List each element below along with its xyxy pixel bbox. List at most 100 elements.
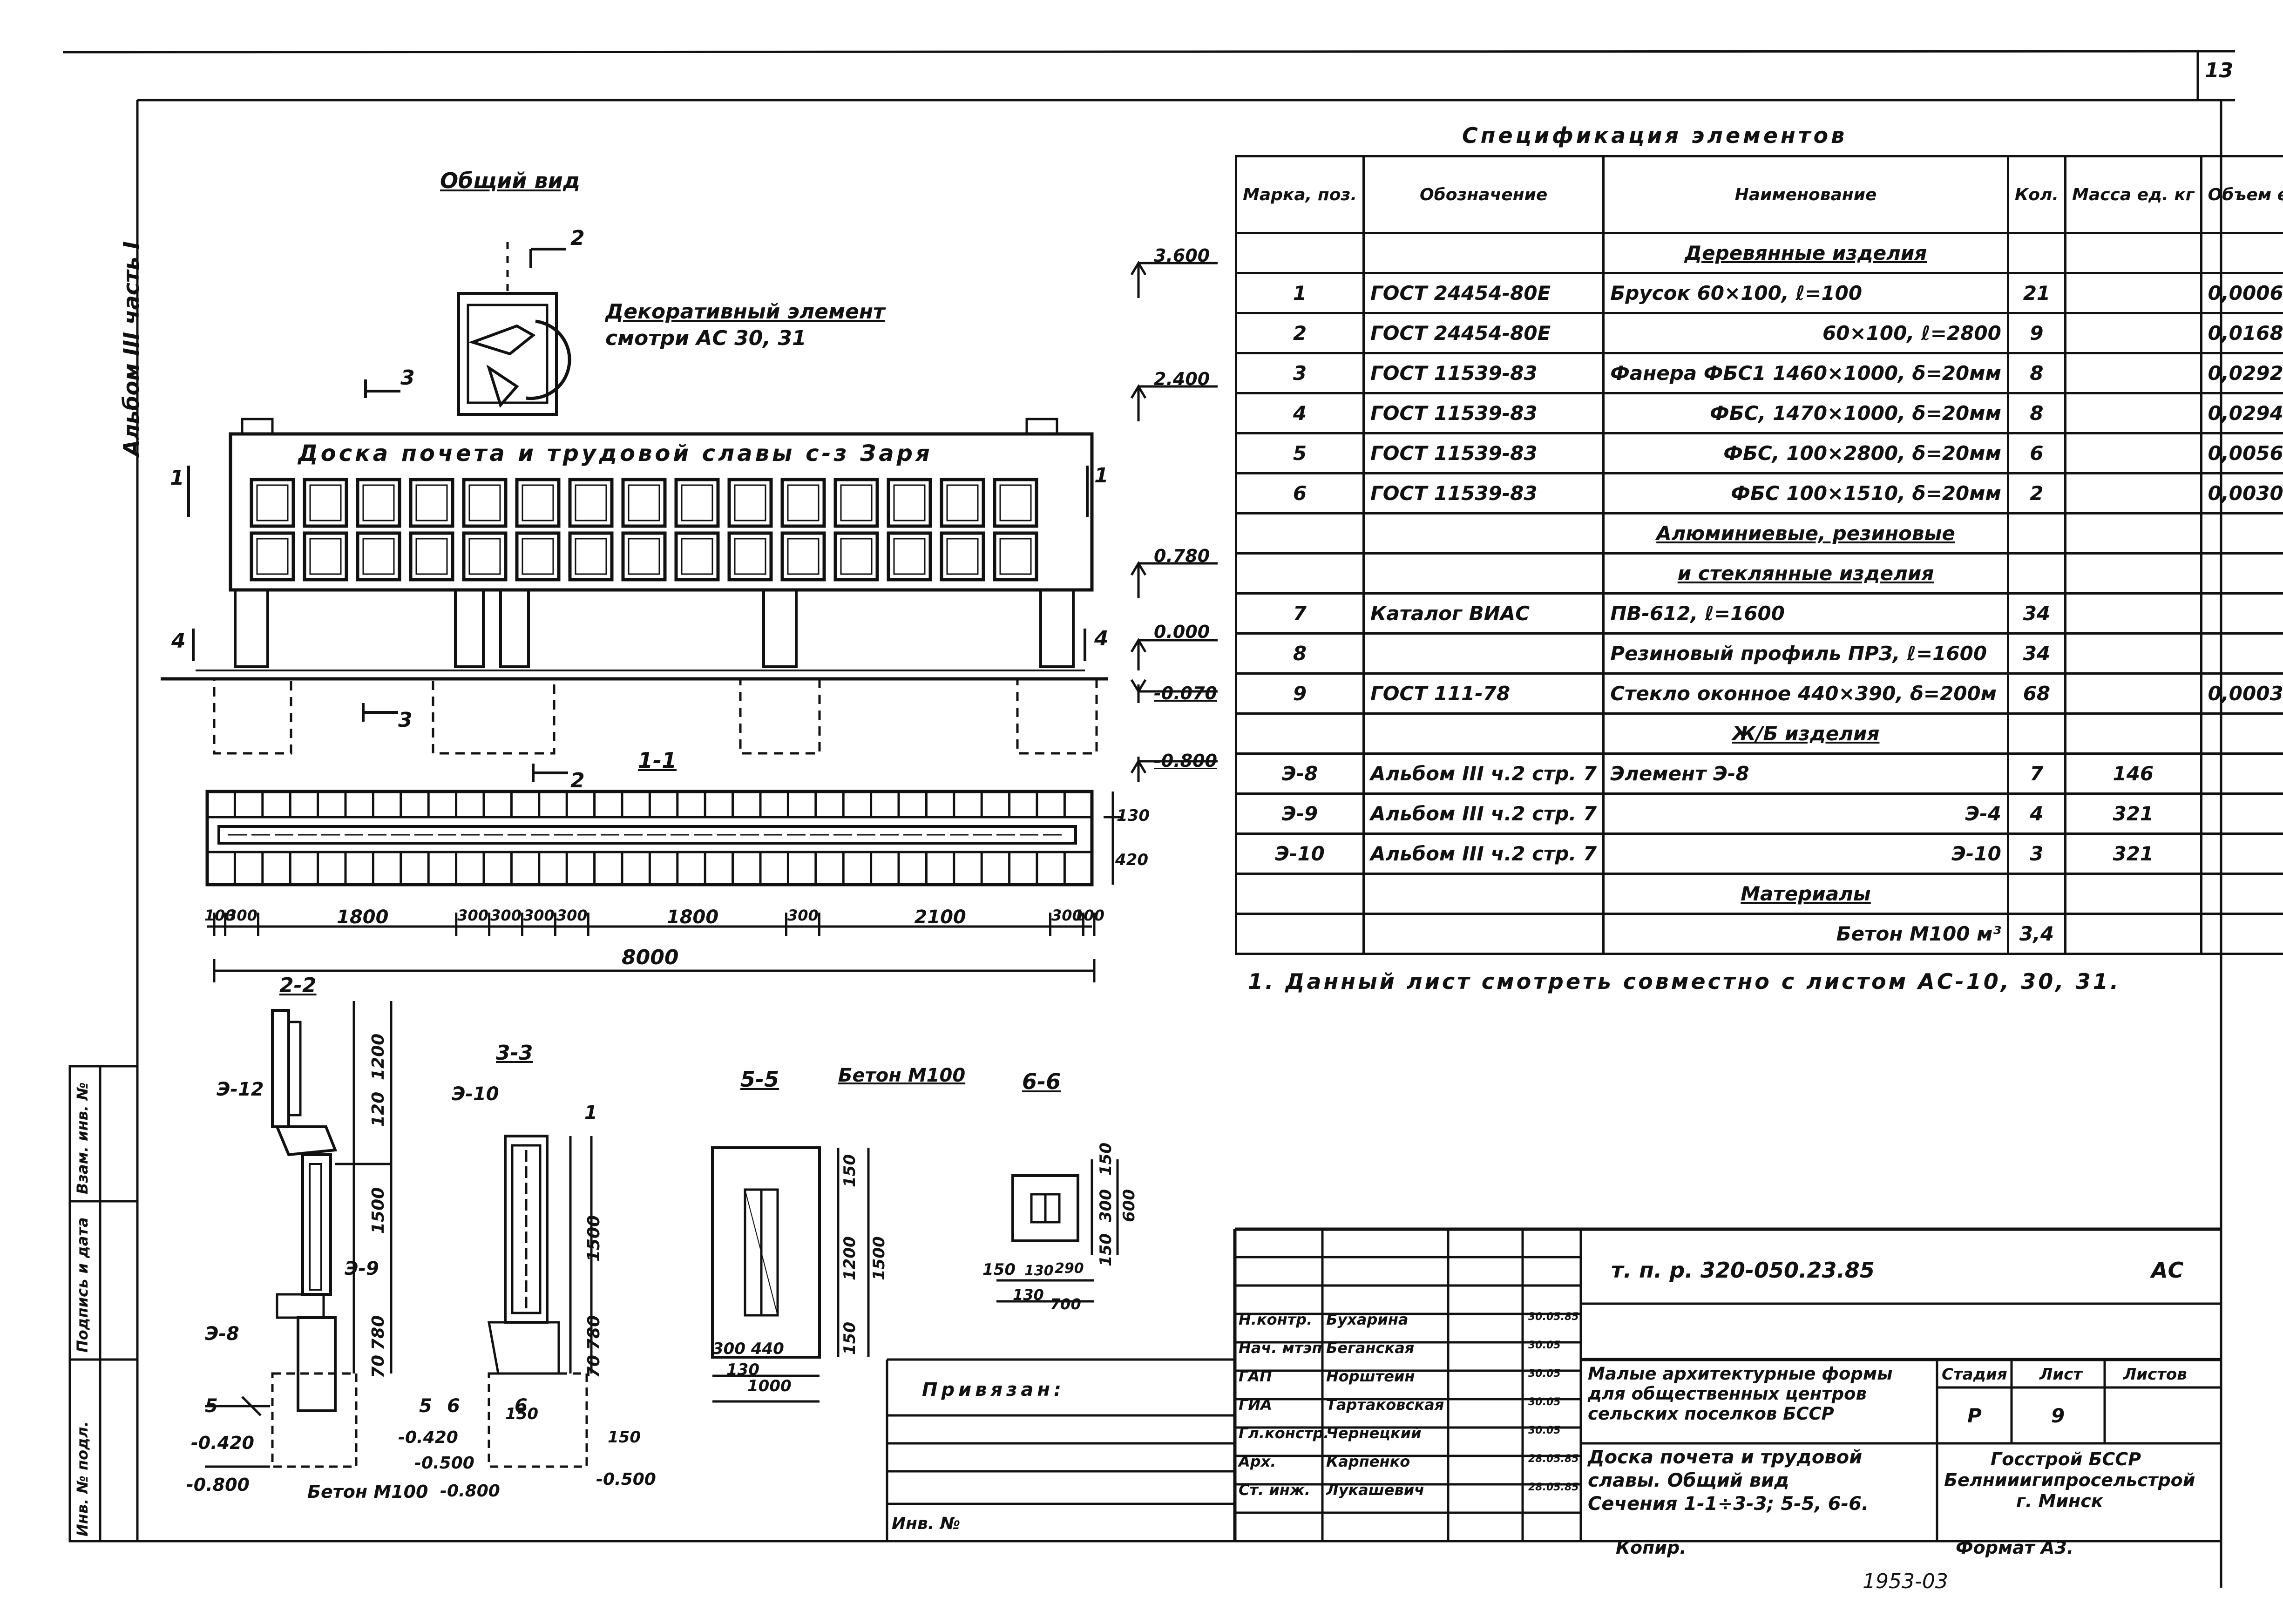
stamp-person-name: Чернецкий — [1326, 1424, 1422, 1442]
spec-cell-vol — [2200, 792, 2283, 835]
stamp-org-line3: г. Минск — [2016, 1491, 2103, 1511]
spec-header-volume: Объем ед. м³ — [2200, 155, 2283, 234]
spec-row: и стеклянные изделия — [1234, 552, 2283, 595]
spec-cell-qty: 34 — [2006, 632, 2067, 675]
section-mark-4-right: 4 — [1094, 627, 1109, 650]
spec-cell-qty — [2006, 873, 2067, 915]
spec-cell-mass — [2064, 232, 2202, 274]
spec-cell-vol: 0,0030 — [2200, 472, 2283, 514]
section-3-3-label: 3-3 — [496, 1041, 533, 1065]
section-3-3-level-0420: -0.420 — [398, 1428, 458, 1447]
spec-cell-qty: 2 — [2006, 472, 2067, 514]
sheet-note: 1. Данный лист смотреть совместно с лист… — [1248, 969, 2121, 994]
spec-cell-mass — [2064, 712, 2202, 755]
section-1-1-dim: 300 — [787, 907, 819, 924]
stamp-person-date: 30.05 — [1528, 1396, 1561, 1408]
spec-row: Материалы — [1234, 873, 2283, 915]
section-1-1-dim: 2100 — [914, 907, 966, 928]
spec-cell-mass — [2064, 312, 2202, 354]
spec-cell-mark — [1234, 232, 1365, 274]
spec-cell-mark: 7 — [1234, 592, 1365, 635]
spec-cell-mass — [2064, 512, 2202, 555]
spec-cell-mark — [1234, 552, 1365, 595]
section-1-1-dim-420: 420 — [1115, 851, 1148, 869]
spec-cell-name: Резиновый профиль ПРЗ, ℓ=1600 — [1602, 632, 2009, 675]
spec-header-mark: Марка, поз. — [1234, 155, 1365, 234]
spec-cell-desig: ГОСТ 11539-83 — [1362, 392, 1605, 434]
spec-header-designation: Обозначение — [1362, 155, 1605, 234]
stamp-org-line1: Госстрой БССР — [1991, 1449, 2141, 1469]
stamp-person-role: Арх. — [1239, 1453, 1276, 1470]
section-1-1-dim: 1800 — [666, 907, 719, 928]
spec-cell-desig: ГОСТ 11539-83 — [1362, 472, 1605, 514]
section-5-5-dim-1000: 1000 — [747, 1377, 792, 1395]
spec-cell-mark: 6 — [1234, 472, 1365, 514]
spec-cell-vol — [2200, 232, 2283, 274]
section-2-2-label: 2-2 — [279, 974, 317, 997]
spec-cell-qty — [2006, 232, 2067, 274]
section-1-1-dim: 100 — [1073, 907, 1104, 924]
stamp-sheet-label: Лист — [2039, 1365, 2082, 1384]
section-5-5-concrete: Бетон М100 — [838, 1065, 966, 1086]
spec-cell-desig: Альбом III ч.2 стр. 7 — [1362, 832, 1605, 875]
stamp-person-name: Беганская — [1326, 1339, 1415, 1357]
stamp-person-role: ГАП — [1239, 1367, 1272, 1385]
section-6-6-label: 6-6 — [1022, 1069, 1061, 1094]
section-1-1-dim: 100 — [204, 907, 236, 924]
spec-cell-qty: 3,4 — [2006, 913, 2067, 955]
spec-header-mass: Масса ед. кг — [2064, 155, 2202, 234]
spec-cell-name: Брусок 60×100, ℓ=100 — [1602, 272, 2009, 314]
stamp-person-name: Тартаковская — [1326, 1396, 1444, 1414]
spec-cell-desig — [1362, 873, 1605, 915]
section-1-1-dim-130: 130 — [1117, 806, 1150, 825]
spec-cell-mark: 4 — [1234, 392, 1365, 434]
stamp-person-role: ГИА — [1239, 1396, 1272, 1414]
section-3-3-dim-150a: 150 — [505, 1405, 538, 1423]
decor-note-line1: Декоративный элемент — [605, 300, 885, 324]
spec-cell-desig: ГОСТ 11539-83 — [1362, 432, 1605, 474]
spec-cell-mark: 1 — [1234, 272, 1365, 314]
spec-cell-mass — [2064, 592, 2202, 635]
section-3-3-level-0800: -0.800 — [440, 1482, 500, 1501]
spec-cell-vol — [2200, 552, 2283, 595]
spec-cell-name: Фанера ФБС1 1460×1000, δ=20мм — [1602, 352, 2009, 394]
stamp-sheet-line1: Доска почета и трудовой — [1588, 1447, 1863, 1468]
spec-cell-name: Стекло оконное 440×390, δ=200м — [1602, 672, 2009, 715]
spec-row: Ж/Б изделия — [1234, 712, 2283, 755]
stamp-inv: Инв. № — [892, 1514, 961, 1533]
spec-cell-name: Элемент Э-8 — [1602, 752, 2009, 795]
spec-cell-name: 60×100, ℓ=2800 — [1602, 312, 2009, 354]
section-1-1-label: 1-1 — [638, 748, 677, 773]
stamp-archive: 1953-03 — [1863, 1570, 1948, 1593]
stamp-copy: Копир. — [1616, 1537, 1687, 1558]
spec-cell-name: Э-10 — [1602, 832, 2009, 875]
spec-cell-mark — [1234, 712, 1365, 755]
spec-cell-vol: 0,0294 — [2200, 392, 2283, 434]
spec-cell-qty: 8 — [2006, 352, 2067, 394]
section-6-6-dim-700: 700 — [1050, 1295, 1081, 1313]
spec-cell-desig — [1362, 712, 1605, 755]
spec-cell-mass — [2064, 272, 2202, 314]
spec-cell-mass — [2064, 392, 2202, 434]
spec-cell-vol: 0,0168 — [2200, 312, 2283, 354]
spec-cell-mark — [1234, 512, 1365, 555]
spec-cell-desig: ГОСТ 24454-80Е — [1362, 312, 1605, 354]
decor-note-line2: смотри АС 30, 31 — [605, 326, 806, 350]
section-1-1-total: 8000 — [622, 946, 679, 969]
spec-cell-name: ПВ-612, ℓ=1600 — [1602, 592, 2009, 635]
spec-cell-mark: Э-9 — [1234, 792, 1365, 835]
stamp-sheet-line2: славы. Общий вид — [1588, 1470, 1789, 1491]
stamp-binding: Привязан: — [922, 1379, 1065, 1401]
spec-cell-name: Материалы — [1602, 873, 2009, 915]
page-number: 13 — [2205, 59, 2234, 82]
spec-cell-qty: 9 — [2006, 312, 2067, 354]
spec-cell-desig — [1362, 552, 1605, 595]
level-3600: 3.600 — [1154, 245, 1210, 266]
spec-cell-mass — [2064, 913, 2202, 955]
spec-row: Алюминиевые, резиновые — [1234, 512, 2283, 555]
level-2400: 2.400 — [1154, 369, 1210, 389]
spec-cell-name: Э-4 — [1602, 792, 2009, 835]
